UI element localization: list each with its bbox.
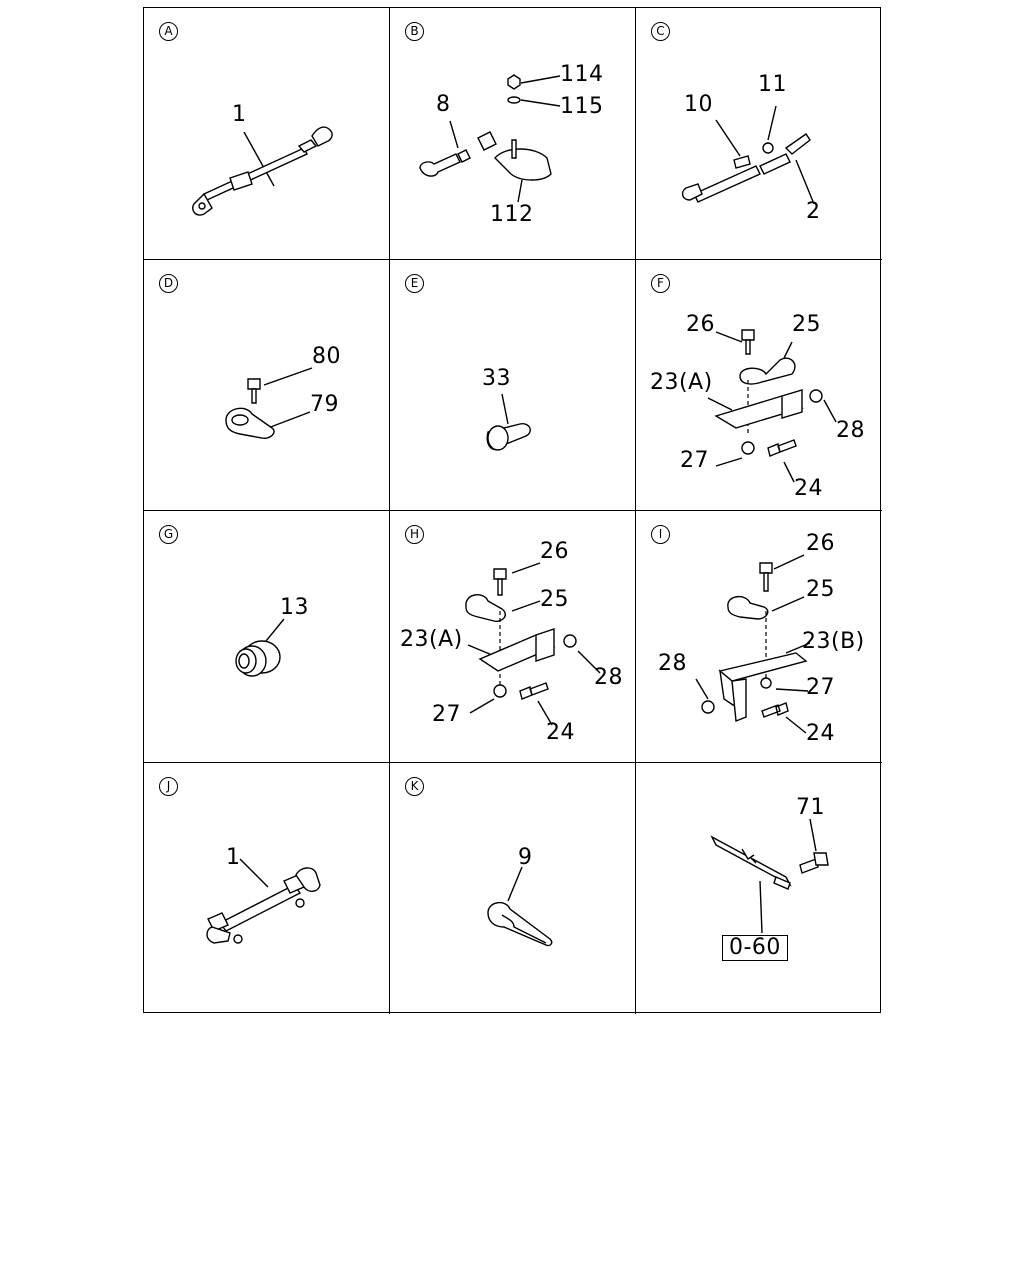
battery-cable-drawing [206,858,321,944]
battery-cable-drawing [192,126,333,216]
callout-label: 114 [560,62,604,87]
callout-label: 1 [226,844,241,870]
callout-label: 25 [792,311,821,337]
callout-label: 33 [482,365,511,391]
panel-i: I 26 25 23(B) 28 27 24 [636,511,882,763]
callout-label: 23(A) [400,627,463,652]
panel-e: E 33 [390,259,636,511]
reference-box: 0-60 [722,934,788,961]
panel-l: 71 0-60 [636,763,882,1015]
callout-label: 26 [540,539,569,564]
panel-badge: F [651,273,670,293]
callout-label: 27 [432,702,461,727]
callout-label: 11 [758,72,787,97]
panel-badge: I [651,525,670,544]
panel-a: A 1 [144,8,390,260]
panel-b: B 114 115 8 112 [390,8,636,260]
callout-label: 28 [594,665,623,690]
callout-label: 24 [794,475,823,501]
panel-badge: E [405,273,424,293]
callout-label: 28 [658,651,687,676]
cable-with-bolt-drawing [681,105,815,205]
clip-and-bolt-drawing [225,366,313,439]
bracket-assembly-drawing [707,328,837,482]
panel-badge: H [405,525,424,544]
panel-g: G 13 [144,511,390,763]
terminal-cable-drawing [419,74,561,203]
callout-label: 10 [684,92,713,117]
bracket-assembly-drawing [465,562,601,726]
panel-badge: C [651,22,670,41]
callout-label: 2 [806,199,821,224]
panel-j: J 1 [144,762,390,1014]
grommet-drawing [235,618,285,677]
callout-label: 115 [560,94,604,119]
callout-label: 26 [686,311,715,337]
clamp-drawing [487,866,553,946]
callout-label: 79 [310,391,339,417]
ground-strap-drawing [710,818,829,933]
panel-f: F 26 25 23(A) 28 27 24 [636,260,882,511]
panel-badge: G [159,525,178,544]
callout-label: 27 [806,675,835,700]
callout-label: 80 [312,343,341,369]
callout-label: 27 [680,447,709,473]
panel-k: K 9 [390,762,636,1014]
callout-label: 8 [436,92,451,117]
callout-label: 71 [796,794,825,820]
panel-badge: J [159,776,178,796]
panel-h: H 26 25 23(A) 28 27 24 [390,511,636,763]
bracket-assembly-drawing [695,554,811,734]
callout-label: 24 [546,720,575,745]
panel-badge: A [159,22,178,41]
callout-label: 24 [806,721,835,746]
panel-badge: D [159,273,178,293]
callout-label: 23(B) [802,629,865,654]
callout-label: 23(A) [650,369,713,395]
callout-label: 25 [540,587,569,612]
callout-label: 1 [232,102,247,127]
callout-label: 28 [836,417,865,443]
callout-label: 25 [806,577,835,602]
panel-badge: B [405,22,424,41]
panel-badge: K [405,776,424,796]
callout-label: 26 [806,531,835,556]
parts-diagram-grid: A 1 B 114 115 8 112 [143,7,882,1015]
callout-label: 13 [280,595,309,620]
panel-c: C 10 11 2 [636,8,882,260]
callout-label: 112 [490,202,534,227]
panel-d: D 80 79 [144,259,390,511]
boot-cap-drawing [486,393,531,451]
callout-label: 9 [518,844,533,870]
